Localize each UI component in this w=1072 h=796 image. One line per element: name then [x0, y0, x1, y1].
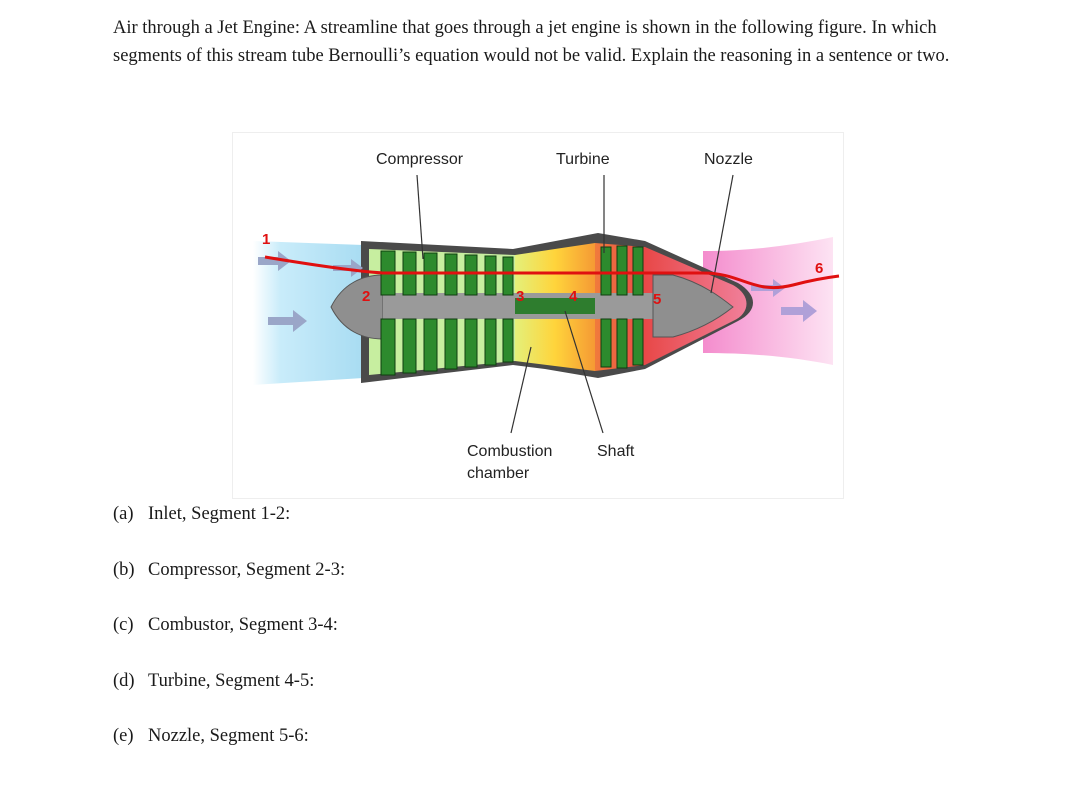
label-chamber: chamber: [467, 465, 530, 482]
part-c-tag: (c): [113, 615, 134, 635]
inlet-air-region: [253, 241, 363, 385]
label-nozzle: Nozzle: [704, 151, 753, 168]
turbine-blades: [600, 245, 644, 369]
part-e: (e) Nozzle, Segment 5-6:: [113, 722, 345, 750]
question-parts: (a) Inlet, Segment 1-2: (b) Compressor, Se…: [113, 500, 345, 778]
part-a-tag: (a): [113, 504, 134, 524]
part-a: (a) Inlet, Segment 1-2:: [113, 500, 345, 528]
jet-engine-diagram: Compressor Turbine Nozzle Combustion cha…: [253, 151, 840, 482]
point-2: 2: [362, 288, 370, 305]
part-e-text: Nozzle, Segment 5-6:: [148, 726, 309, 746]
part-b: (b) Compressor, Segment 2-3:: [113, 556, 345, 584]
tail-cone: [652, 274, 734, 338]
jet-engine-figure: Compressor Turbine Nozzle Combustion cha…: [232, 132, 844, 499]
exhaust-plume: [703, 237, 833, 365]
part-d: (d) Turbine, Segment 4-5:: [113, 667, 345, 695]
label-shaft: Shaft: [597, 443, 635, 460]
point-3: 3: [516, 288, 524, 305]
compressor-blades: [380, 250, 514, 376]
label-combustion: Combustion: [467, 443, 552, 460]
point-6: 6: [815, 260, 823, 277]
point-5: 5: [653, 291, 661, 308]
label-turbine: Turbine: [556, 151, 610, 168]
point-4: 4: [569, 288, 578, 305]
label-compressor: Compressor: [376, 151, 464, 168]
question-text: Air through a Jet Engine: A streamline t…: [113, 18, 950, 66]
part-d-tag: (d): [113, 670, 135, 691]
part-a-text: Inlet, Segment 1-2:: [148, 504, 291, 524]
part-c: (c) Combustor, Segment 3-4:: [113, 611, 345, 639]
streamline: [264, 255, 840, 290]
point-1: 1: [262, 231, 270, 248]
part-b-text: Compressor, Segment 2-3:: [148, 559, 346, 580]
part-e-tag: (e): [113, 726, 134, 746]
part-d-text: Turbine, Segment 4-5:: [148, 670, 315, 691]
part-c-text: Combustor, Segment 3-4:: [148, 615, 338, 635]
part-b-tag: (b): [113, 559, 135, 580]
flow-arrows: [258, 251, 817, 332]
shaft-core-green: [515, 298, 595, 314]
